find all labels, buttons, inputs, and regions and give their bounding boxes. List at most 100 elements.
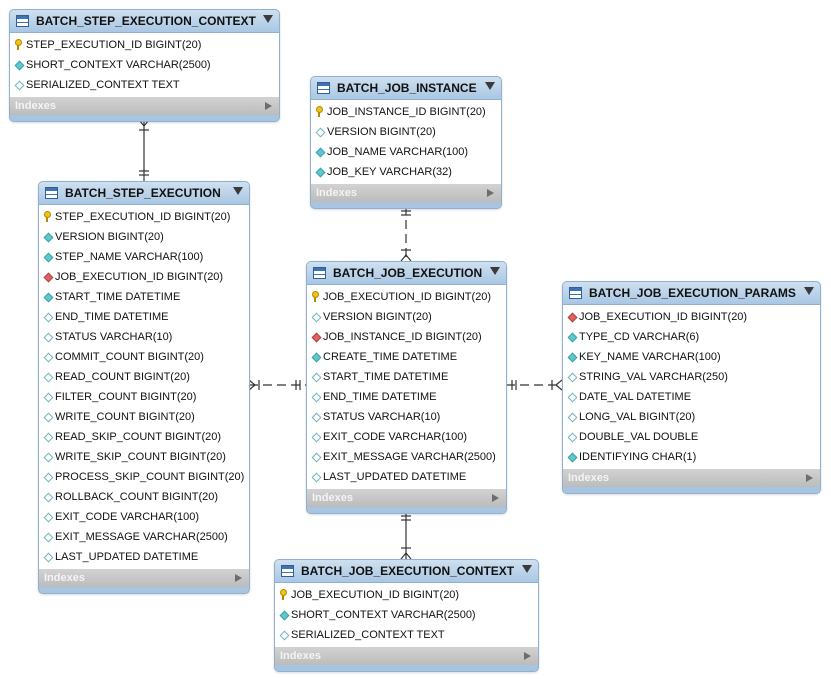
column-row[interactable]: JOB_NAME VARCHAR(100) xyxy=(311,142,501,162)
column-row[interactable]: ROLLBACK_COUNT BIGINT(20) xyxy=(39,487,249,507)
table-header[interactable]: BATCH_JOB_INSTANCE xyxy=(311,77,501,100)
nullable-column-icon xyxy=(44,393,52,401)
table-header[interactable]: BATCH_STEP_EXECUTION xyxy=(39,182,249,205)
column-label: STEP_NAME VARCHAR(100) xyxy=(55,251,204,263)
column-row[interactable]: EXIT_CODE VARCHAR(100) xyxy=(307,427,506,447)
column-label: VERSION BIGINT(20) xyxy=(323,311,432,323)
column-row[interactable]: IDENTIFYING CHAR(1) xyxy=(563,447,820,467)
column-row[interactable]: STEP_EXECUTION_ID BIGINT(20) xyxy=(39,207,249,227)
table-footer xyxy=(39,587,249,593)
collapse-arrow-icon[interactable] xyxy=(485,82,495,90)
column-row[interactable]: LAST_UPDATED DATETIME xyxy=(307,467,506,487)
indexes-label: Indexes xyxy=(280,650,321,662)
column-label: JOB_NAME VARCHAR(100) xyxy=(327,146,468,158)
table-header[interactable]: BATCH_JOB_EXECUTION_PARAMS xyxy=(563,282,820,305)
expand-arrow-icon[interactable] xyxy=(487,189,494,197)
column-row[interactable]: PROCESS_SKIP_COUNT BIGINT(20) xyxy=(39,467,249,487)
table-footer xyxy=(307,507,506,513)
column-row[interactable]: EXIT_MESSAGE VARCHAR(2500) xyxy=(307,447,506,467)
column-row[interactable]: EXIT_CODE VARCHAR(100) xyxy=(39,507,249,527)
expand-arrow-icon[interactable] xyxy=(235,574,242,582)
column-row[interactable]: STEP_EXECUTION_ID BIGINT(20) xyxy=(10,35,279,55)
column-row[interactable]: WRITE_COUNT BIGINT(20) xyxy=(39,407,249,427)
column-row[interactable]: JOB_INSTANCE_ID BIGINT(20) xyxy=(311,102,501,122)
column-row[interactable]: END_TIME DATETIME xyxy=(307,387,506,407)
column-row[interactable]: KEY_NAME VARCHAR(100) xyxy=(563,347,820,367)
column-label: READ_SKIP_COUNT BIGINT(20) xyxy=(55,431,222,443)
column-row[interactable]: CREATE_TIME DATETIME xyxy=(307,347,506,367)
column-label: JOB_EXECUTION_ID BIGINT(20) xyxy=(291,589,460,601)
collapse-arrow-icon[interactable] xyxy=(263,15,273,23)
indexes-section[interactable]: Indexes xyxy=(275,647,538,665)
column-row[interactable]: TYPE_CD VARCHAR(6) xyxy=(563,327,820,347)
table-header[interactable]: BATCH_JOB_EXECUTION_CONTEXT xyxy=(275,560,538,583)
column-label: READ_COUNT BIGINT(20) xyxy=(55,371,190,383)
column-row[interactable]: STEP_NAME VARCHAR(100) xyxy=(39,247,249,267)
expand-arrow-icon[interactable] xyxy=(492,494,499,502)
column-label: IDENTIFYING CHAR(1) xyxy=(579,451,697,463)
column-row[interactable]: END_TIME DATETIME xyxy=(39,307,249,327)
column-label: COMMIT_COUNT BIGINT(20) xyxy=(55,351,204,363)
foreign-key-icon xyxy=(44,273,52,281)
nullable-column-icon xyxy=(568,373,576,381)
collapse-arrow-icon[interactable] xyxy=(804,287,814,295)
table-batch-job-execution-params[interactable]: BATCH_JOB_EXECUTION_PARAMS JOB_EXECUTION_… xyxy=(562,281,821,494)
table-batch-job-execution-context[interactable]: BATCH_JOB_EXECUTION_CONTEXT JOB_EXECUTION… xyxy=(274,559,539,672)
column-label: STRING_VAL VARCHAR(250) xyxy=(579,371,728,383)
indexes-section[interactable]: Indexes xyxy=(307,489,506,507)
column-row[interactable]: LAST_UPDATED DATETIME xyxy=(39,547,249,567)
column-row[interactable]: VERSION BIGINT(20) xyxy=(307,307,506,327)
table-title: BATCH_JOB_EXECUTION_CONTEXT xyxy=(301,564,515,578)
column-row[interactable]: SHORT_CONTEXT VARCHAR(2500) xyxy=(10,55,279,75)
expand-arrow-icon[interactable] xyxy=(524,652,531,660)
indexes-section[interactable]: Indexes xyxy=(10,97,279,115)
table-footer xyxy=(563,487,820,493)
column-label: TYPE_CD VARCHAR(6) xyxy=(579,331,700,343)
column-row[interactable]: SERIALIZED_CONTEXT TEXT xyxy=(10,75,279,95)
indexes-section[interactable]: Indexes xyxy=(563,469,820,487)
table-header[interactable]: BATCH_JOB_EXECUTION xyxy=(307,262,506,285)
column-label: JOB_EXECUTION_ID BIGINT(20) xyxy=(579,311,748,323)
collapse-arrow-icon[interactable] xyxy=(522,565,532,573)
column-row[interactable]: FILTER_COUNT BIGINT(20) xyxy=(39,387,249,407)
column-row[interactable]: DOUBLE_VAL DOUBLE xyxy=(563,427,820,447)
column-row[interactable]: STRING_VAL VARCHAR(250) xyxy=(563,367,820,387)
column-row[interactable]: STATUS VARCHAR(10) xyxy=(39,327,249,347)
collapse-arrow-icon[interactable] xyxy=(490,267,500,275)
column-row[interactable]: EXIT_MESSAGE VARCHAR(2500) xyxy=(39,527,249,547)
column-row[interactable]: SERIALIZED_CONTEXT TEXT xyxy=(275,625,538,645)
table-header[interactable]: BATCH_STEP_EXECUTION_CONTEXT xyxy=(10,10,279,33)
column-row[interactable]: WRITE_SKIP_COUNT BIGINT(20) xyxy=(39,447,249,467)
column-label: DATE_VAL DATETIME xyxy=(579,391,692,403)
column-row[interactable]: START_TIME DATETIME xyxy=(307,367,506,387)
column-row[interactable]: JOB_EXECUTION_ID BIGINT(20) xyxy=(275,585,538,605)
column-row[interactable]: READ_COUNT BIGINT(20) xyxy=(39,367,249,387)
column-row[interactable]: VERSION BIGINT(20) xyxy=(311,122,501,142)
column-row[interactable]: SHORT_CONTEXT VARCHAR(2500) xyxy=(275,605,538,625)
column-row[interactable]: JOB_EXECUTION_ID BIGINT(20) xyxy=(563,307,820,327)
column-label: STATUS VARCHAR(10) xyxy=(323,411,441,423)
column-label: KEY_NAME VARCHAR(100) xyxy=(579,351,721,363)
column-row[interactable]: VERSION BIGINT(20) xyxy=(39,227,249,247)
column-row[interactable]: LONG_VAL BIGINT(20) xyxy=(563,407,820,427)
column-row[interactable]: STATUS VARCHAR(10) xyxy=(307,407,506,427)
column-row[interactable]: READ_SKIP_COUNT BIGINT(20) xyxy=(39,427,249,447)
column-row[interactable]: JOB_EXECUTION_ID BIGINT(20) xyxy=(307,287,506,307)
column-row[interactable]: COMMIT_COUNT BIGINT(20) xyxy=(39,347,249,367)
column-row[interactable]: JOB_INSTANCE_ID BIGINT(20) xyxy=(307,327,506,347)
expand-arrow-icon[interactable] xyxy=(806,474,813,482)
indexes-section[interactable]: Indexes xyxy=(311,184,501,202)
column-row[interactable]: JOB_KEY VARCHAR(32) xyxy=(311,162,501,182)
indexes-section[interactable]: Indexes xyxy=(39,569,249,587)
collapse-arrow-icon[interactable] xyxy=(233,187,243,195)
column-label: FILTER_COUNT BIGINT(20) xyxy=(55,391,197,403)
column-row[interactable]: START_TIME DATETIME xyxy=(39,287,249,307)
column-row[interactable]: DATE_VAL DATETIME xyxy=(563,387,820,407)
expand-arrow-icon[interactable] xyxy=(265,102,272,110)
column-row[interactable]: JOB_EXECUTION_ID BIGINT(20) xyxy=(39,267,249,287)
